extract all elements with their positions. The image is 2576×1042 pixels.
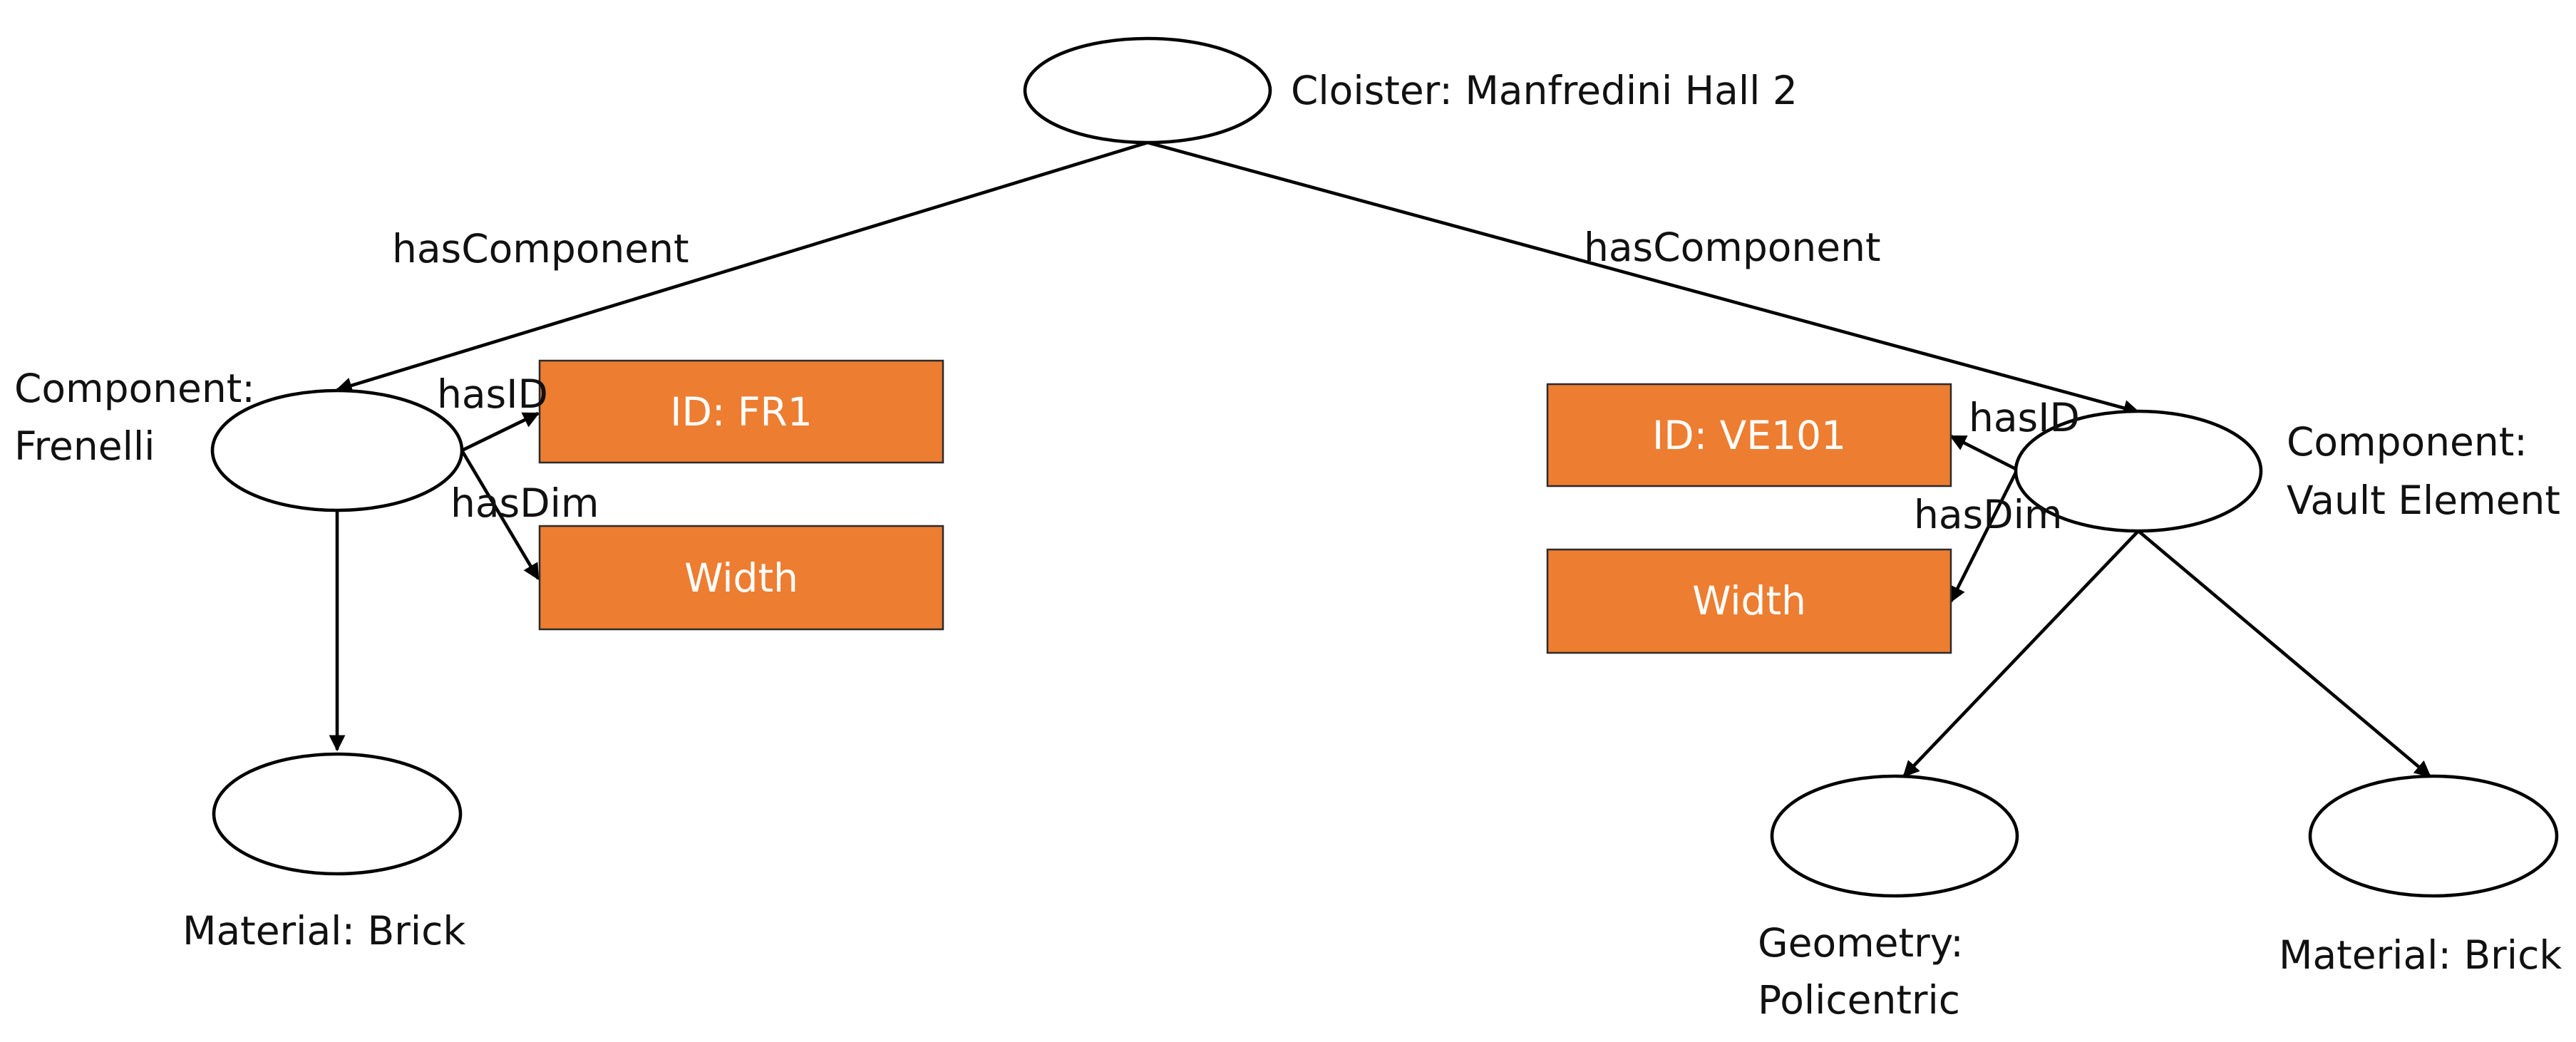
fr1-width-box-bg [538, 525, 944, 631]
geometry-label-line2: Policentric [1758, 977, 1960, 1023]
frenelli-label-line1: Component: [14, 366, 255, 411]
vault-material-node [2308, 774, 2559, 898]
right-hasdim-label: hasDim [1914, 492, 2062, 537]
left-hasid-label: hasID [437, 371, 548, 417]
ve101-width-label: Width [1692, 578, 1806, 624]
left-hasdim-label: hasDim [450, 480, 599, 526]
left-hascomponent-label: hasComponent [392, 226, 689, 272]
edge-vault-hasdim [1949, 468, 2019, 604]
ve101-id-label: ID: VE101 [1652, 413, 1846, 458]
vault-label-line2: Vault Element [2287, 478, 2560, 523]
fr1-width-box: Width [538, 525, 944, 631]
ve101-width-box: Width [1546, 548, 1952, 654]
fr1-width-label: Width [684, 555, 798, 601]
frenelli-material-label: Material: Brick [182, 908, 465, 954]
ve101-id-box: ID: VE101 [1546, 383, 1952, 488]
edge-vault-to-material [2137, 530, 2431, 778]
geometry-label-line1: Geometry: [1758, 920, 1964, 966]
edge-root-to-vault [1147, 140, 2140, 416]
root-node [1023, 36, 1272, 145]
root-label: Cloister: Manfredini Hall 2 [1291, 68, 1798, 113]
right-hasid-label: hasID [1969, 395, 2080, 440]
edge-vault-hasid [1949, 434, 2019, 472]
edge-frenelli-hasid [460, 411, 540, 453]
frenelli-node [210, 388, 464, 512]
ve101-width-box-bg [1546, 548, 1952, 654]
vault-material-label: Material: Brick [2279, 932, 2562, 978]
edge-root-to-frenelli [335, 140, 1148, 393]
edge-vault-to-geometry [1902, 530, 2140, 778]
ve101-id-box-bg [1546, 383, 1952, 488]
edge-frenelli-hasdim [460, 449, 540, 580]
fr1-id-box-bg [538, 359, 944, 464]
vault-label-line1: Component: [2287, 419, 2528, 465]
geometry-node [1770, 774, 2019, 898]
frenelli-label-line2: Frenelli [14, 423, 155, 469]
vault-node [2014, 409, 2263, 533]
frenelli-material-node [212, 752, 463, 876]
fr1-id-box: ID: FR1 [538, 359, 944, 464]
fr1-id-label: ID: FR1 [670, 389, 812, 435]
right-hascomponent-label: hasComponent [1584, 225, 1881, 270]
